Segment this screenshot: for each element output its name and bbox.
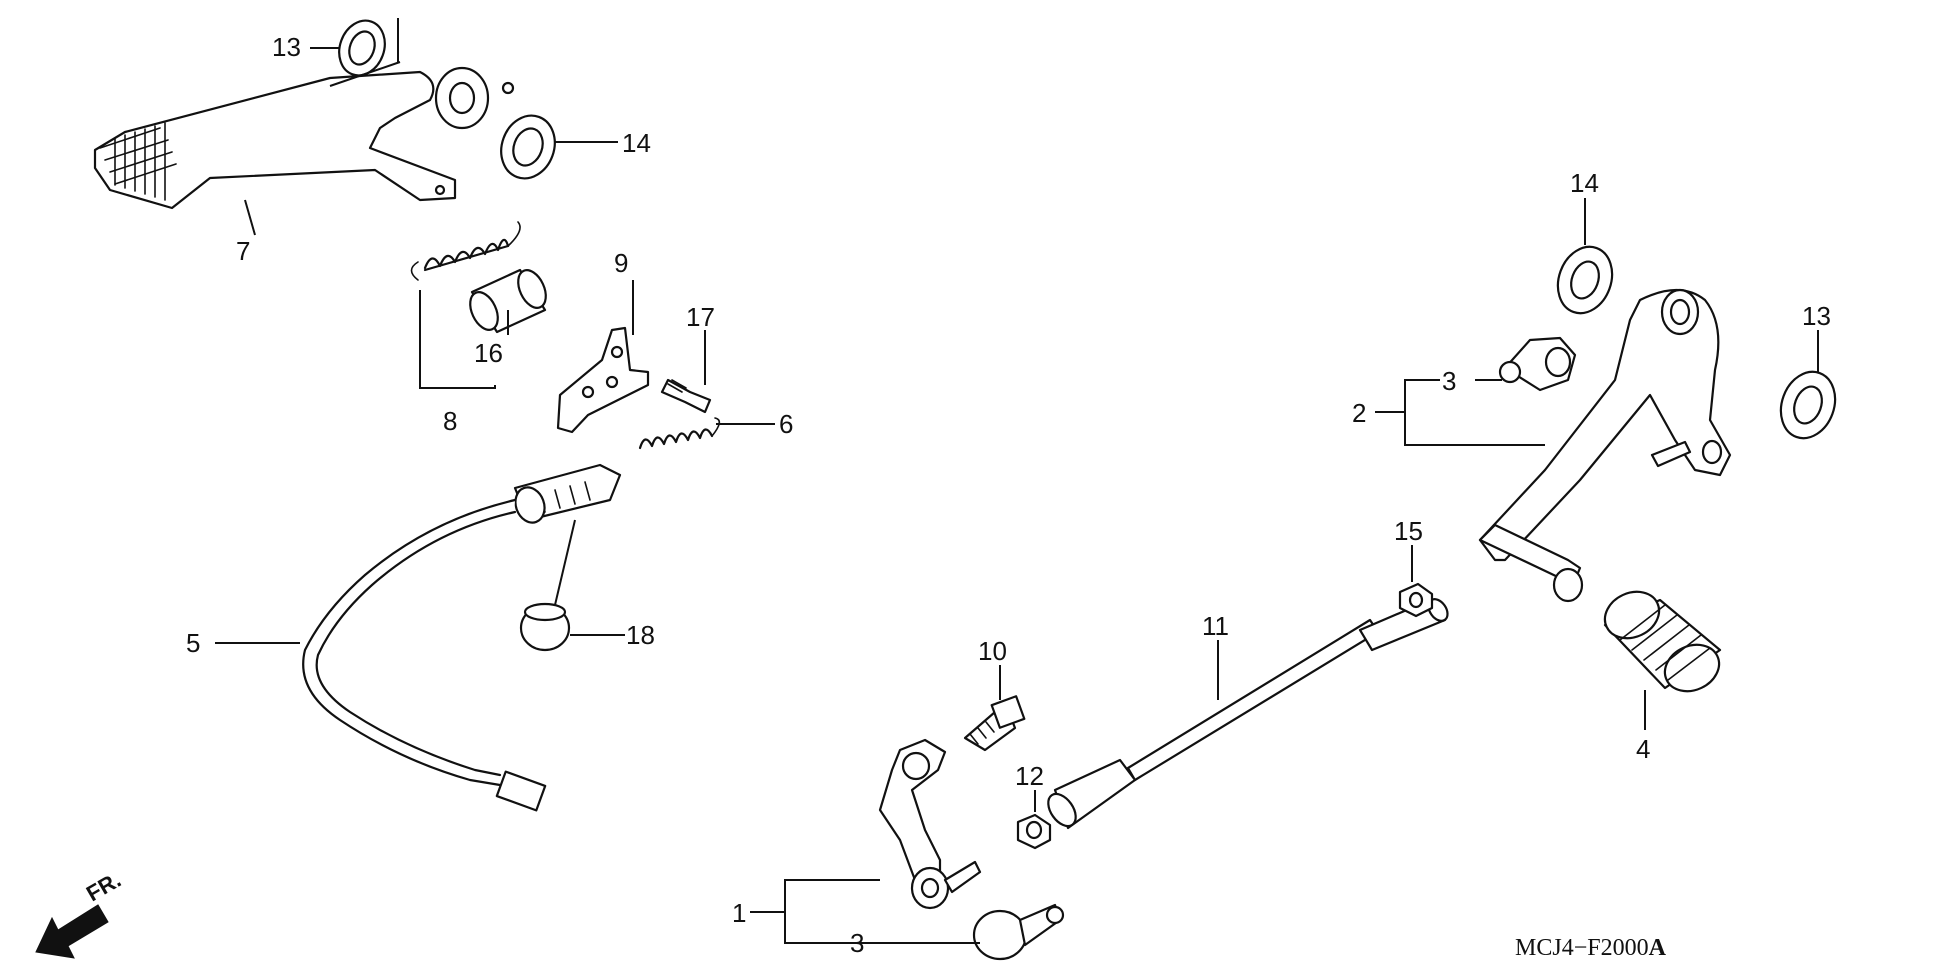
washer-13-right — [1779, 370, 1837, 440]
callout-12: 12 — [1015, 761, 1044, 791]
callout-11: 11 — [1202, 611, 1229, 641]
callout-5: 5 — [186, 628, 200, 658]
shift-pedal-2-part — [1478, 288, 1732, 603]
washer-13-left — [329, 18, 401, 87]
callout-15: 15 — [1394, 516, 1423, 546]
callout-13-right: 13 — [1802, 301, 1831, 331]
callout-14-right: 14 — [1570, 168, 1599, 198]
rubber-18-part — [519, 602, 571, 652]
shift-rubber-4-part — [1603, 590, 1722, 693]
callout-10: 10 — [978, 636, 1007, 666]
callout-3-right: 3 — [1442, 366, 1456, 396]
collar-16-part — [469, 268, 547, 334]
joint-3-bottom-part — [972, 903, 1065, 961]
nut-15-part — [1398, 582, 1434, 618]
drawing-code-text: MCJ4−F2000 — [1515, 935, 1649, 961]
spring-8-part — [410, 221, 521, 281]
front-direction-label: FR. — [82, 867, 125, 906]
shift-arm-1-part — [878, 738, 982, 910]
washer-14-left — [500, 114, 556, 180]
joint-3-right-part — [1498, 336, 1577, 392]
callout-13-left: 13 — [272, 32, 301, 62]
bracket-9-part — [556, 326, 650, 434]
callout-labels: 13 14 7 16 8 9 17 6 5 18 10 11 12 15 1 3… — [186, 32, 1831, 958]
callout-14-left: 14 — [622, 128, 651, 158]
front-direction-arrow: FR. — [35, 867, 125, 959]
svg-text:MCJ4−F2000A: MCJ4−F2000A — [1515, 935, 1667, 961]
washer-14-right — [1556, 245, 1614, 315]
callout-2: 2 — [1352, 398, 1366, 428]
callout-4: 4 — [1636, 734, 1650, 764]
brake-pedal-part — [93, 66, 515, 210]
callout-7: 7 — [236, 236, 250, 266]
spring-6-part — [638, 417, 721, 450]
callout-16: 16 — [474, 338, 503, 368]
callout-8: 8 — [443, 406, 457, 436]
nut-12-part — [1016, 813, 1052, 850]
brake-switch-5-part — [302, 463, 622, 812]
drawing-code-suffix: A — [1649, 935, 1667, 961]
bolt-17-part — [660, 378, 712, 414]
drawing-code: MCJ4−F2000A — [1515, 935, 1667, 961]
callout-6: 6 — [779, 409, 793, 439]
callout-1: 1 — [732, 898, 746, 928]
bolt-10-part — [963, 695, 1026, 752]
shift-rod-11-part — [1047, 598, 1449, 830]
callout-18: 18 — [626, 620, 655, 650]
leader-lines — [215, 47, 1819, 944]
callout-17: 17 — [686, 302, 715, 332]
callout-3-bottom: 3 — [850, 928, 864, 958]
callout-9: 9 — [614, 248, 628, 278]
